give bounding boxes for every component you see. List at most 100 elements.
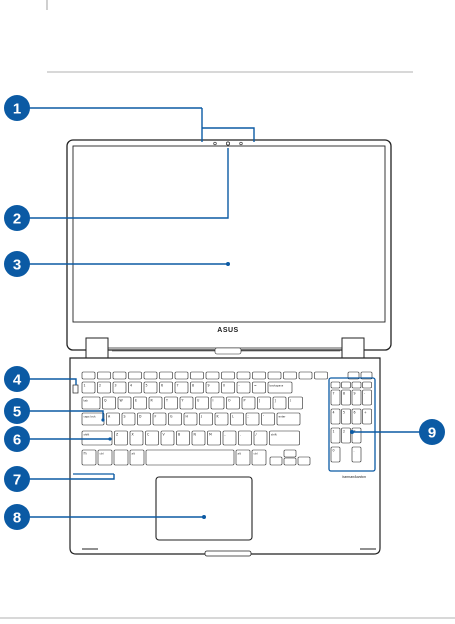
svg-text:1: 1 (13, 101, 21, 118)
key-q-11-label: [ (259, 399, 260, 403)
key-up (284, 450, 296, 457)
key-z-0-label: shift (84, 433, 90, 437)
key-ctrl-label: ctrl (100, 452, 105, 456)
svg-text:2: 2 (13, 211, 21, 228)
numpad-key-7-label: + (364, 411, 367, 415)
key-5-label: 6 (161, 384, 163, 388)
fn-row-key (253, 372, 266, 379)
fn-row-key (206, 372, 219, 379)
key-6-label: 7 (177, 384, 179, 388)
fn-row-key (98, 372, 111, 379)
key-4-label: 5 (146, 384, 148, 388)
numpad-key-12-label: . (354, 449, 355, 453)
key-alt-right-label: alt (238, 452, 241, 456)
key-a-7-label: J (200, 415, 202, 419)
key-z-5-label: B (178, 433, 180, 437)
key-q-10-label: P (244, 399, 246, 403)
numpad-top (342, 382, 351, 388)
svg-text:7: 7 (13, 472, 21, 489)
key-z-8-label: , (225, 433, 226, 437)
key-z-11-label: shift (271, 433, 277, 437)
fn-row-key (175, 372, 188, 379)
key-a-9-label: L (232, 415, 234, 419)
numpad-key-0-label: 7 (333, 392, 335, 396)
callout-7: 7 (4, 466, 30, 492)
fn-row-key (222, 372, 235, 379)
key-1-label: 2 (99, 384, 101, 388)
key-down (284, 458, 296, 465)
numpad-key-4-label: 4 (333, 411, 335, 415)
fn-row-key (268, 372, 281, 379)
touchpad (156, 477, 252, 540)
key-11-label: = (254, 384, 257, 388)
key-ctrl-right-label: ctrl (254, 452, 259, 456)
callout-5: 5 (4, 398, 30, 424)
key-8-label: 9 (208, 384, 210, 388)
numpad-key-2-label: 9 (354, 392, 356, 396)
fn-row-key (315, 372, 328, 379)
fn-row-key (191, 372, 204, 379)
numpad-key-9-label: 2 (343, 430, 345, 434)
numpad-key-3-label: - (364, 392, 365, 396)
svg-text:9: 9 (428, 425, 436, 442)
fn-row-key (237, 372, 250, 379)
key-2-label: 3 (115, 384, 117, 388)
key-9-label: 0 (223, 384, 225, 388)
brand-logo: ASUS (217, 327, 238, 334)
key-a-4-label: F (155, 415, 157, 419)
key-z-7-label: M (209, 433, 212, 437)
key-q-0-label: tab (84, 399, 89, 403)
key-fn-label: fn (84, 452, 87, 456)
key-right (298, 457, 310, 465)
callout-1: 1 (4, 95, 30, 121)
callout-4: 4 (4, 366, 30, 392)
callout-6: 6 (4, 426, 30, 452)
key-a-0-label: caps lock (84, 415, 97, 419)
key-10-label: - (239, 384, 240, 388)
key-q-3-label: E (135, 399, 137, 403)
key-a-10-label: ; (248, 415, 249, 419)
key-space (146, 450, 234, 465)
callout-8: 8 (4, 504, 30, 530)
fn-row-key (129, 372, 142, 379)
numpad-key-11-label: 0 (333, 449, 335, 453)
fn-row-key (82, 372, 95, 379)
key-left (270, 457, 282, 465)
svg-text:3: 3 (13, 257, 21, 274)
fn-row-key (284, 372, 297, 379)
key-q-5-label: T (165, 399, 168, 403)
svg-text:5: 5 (13, 404, 21, 421)
fn-row-key (160, 372, 173, 379)
fn-row-key (113, 372, 126, 379)
key-3-label: 4 (130, 384, 132, 388)
key-7-label: 8 (192, 384, 194, 388)
numpad-key-6-label: 6 (354, 411, 356, 415)
numpad-top (331, 382, 340, 388)
fn-row-key (299, 372, 312, 379)
key-q-6-label: Y (182, 399, 184, 403)
callout-9: 9 (419, 419, 445, 445)
key-q-8-label: I (213, 399, 214, 403)
numpad-top (363, 382, 372, 388)
key-alt-left-label: alt (132, 452, 135, 456)
svg-text:8: 8 (13, 510, 21, 527)
laptop-lid: ASUS (67, 140, 391, 350)
speaker-logo: harman/kardon (342, 475, 366, 479)
power-button (73, 385, 78, 393)
svg-text:4: 4 (13, 372, 22, 389)
svg-text:6: 6 (13, 432, 21, 449)
numpad-top (352, 382, 361, 388)
display-panel (73, 146, 385, 322)
numpad-key-5-label: 5 (343, 411, 345, 415)
numpad-key-8-label: 1 (333, 430, 335, 434)
key-a-12-label: enter (279, 415, 287, 419)
callout-3: 3 (4, 251, 30, 277)
callout-2: 2 (4, 205, 30, 231)
key-a-11-label: ' (263, 415, 264, 419)
key-0-label: 1 (84, 384, 86, 388)
fn-row-key (144, 372, 157, 379)
key-a-2-label: S (124, 415, 126, 419)
key-12-label: backspace (270, 384, 284, 388)
key-z-9-label: . (240, 433, 241, 437)
